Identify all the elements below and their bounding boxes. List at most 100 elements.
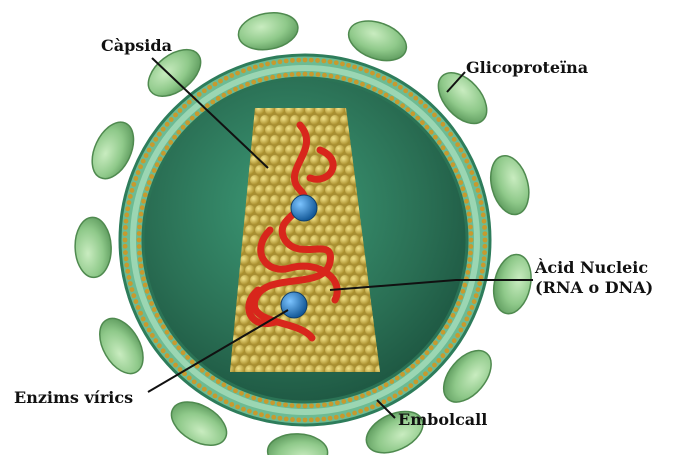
lipid-dot	[423, 371, 428, 376]
lipid-dot	[340, 414, 345, 419]
capsomere	[315, 165, 325, 175]
capsomere	[270, 235, 280, 245]
lipid-dot	[253, 411, 258, 416]
lipid-dot	[143, 283, 148, 288]
capsomere	[340, 295, 350, 305]
capsomere	[360, 335, 370, 345]
glycoprotein	[489, 251, 537, 317]
lipid-dot	[128, 194, 133, 199]
lipid-dot	[453, 307, 458, 312]
lipid-dot	[329, 74, 334, 79]
lipid-dot	[197, 92, 202, 97]
capsomere	[280, 175, 290, 185]
lipid-dot	[172, 135, 177, 140]
capsomere	[255, 265, 265, 275]
lipid-dot	[413, 379, 418, 384]
lipid-dot	[389, 96, 394, 101]
capsomere	[265, 205, 275, 215]
capsomere	[310, 155, 320, 165]
lipid-dot	[155, 162, 160, 167]
capsomere	[295, 345, 305, 355]
lipid-dot	[334, 60, 339, 65]
lipid-dot	[216, 96, 221, 101]
lipid-dot	[472, 176, 477, 181]
lipid-dot	[398, 390, 403, 395]
lipid-dot	[145, 186, 150, 191]
capsomere	[275, 345, 285, 355]
capsomere	[240, 255, 250, 265]
lipid-dot	[408, 383, 413, 388]
capsomere	[305, 345, 315, 355]
lipid-dot	[460, 186, 465, 191]
lipid-dot	[358, 409, 363, 414]
acid-nucleic-label: Àcid Nucleic (RNA o DNA)	[535, 258, 653, 298]
capsomere	[275, 165, 285, 175]
lipid-dot	[271, 415, 276, 420]
lipid-dot	[245, 82, 250, 87]
lipid-dot	[181, 125, 186, 130]
lipid-dot	[235, 404, 240, 409]
lipid-dot	[476, 188, 481, 193]
lipid-dot	[366, 391, 371, 396]
lipid-dot	[187, 100, 192, 105]
capsomere	[245, 245, 255, 255]
lipid-dot	[437, 335, 442, 340]
lipid-dot	[334, 415, 339, 420]
lipid-dot	[372, 388, 377, 393]
capsomere	[285, 145, 295, 155]
lipid-dot	[303, 72, 308, 77]
capsomere	[345, 185, 355, 195]
capsomere	[340, 335, 350, 345]
lipid-dot	[433, 135, 438, 140]
capsomere	[270, 155, 280, 165]
lipid-dot	[123, 238, 128, 243]
lipid-dot	[128, 281, 133, 286]
capsomere	[320, 315, 330, 325]
lipid-dot	[290, 403, 295, 408]
lipid-dot	[451, 162, 456, 167]
capsomere	[335, 145, 345, 155]
capsomere	[305, 165, 315, 175]
capsomere	[320, 295, 330, 305]
lipid-dot	[452, 338, 457, 343]
lipid-dot	[143, 193, 148, 198]
lipid-dot	[133, 176, 138, 181]
lipid-dot	[141, 317, 146, 322]
lipid-dot	[290, 58, 295, 63]
lipid-dot	[277, 74, 282, 79]
capsomere	[265, 125, 275, 135]
lipid-dot	[462, 322, 467, 327]
lipid-dot	[131, 293, 136, 298]
lipid-dot	[136, 305, 141, 310]
capsomere	[325, 305, 335, 315]
capsomere	[260, 135, 270, 145]
lipid-dot	[436, 117, 441, 122]
capsomere	[345, 325, 355, 335]
lipid-dot	[124, 256, 129, 261]
capsomere	[310, 115, 320, 125]
lipid-dot	[395, 100, 400, 105]
lipid-dot	[482, 219, 487, 224]
capsomere	[325, 325, 335, 335]
lipid-dot	[202, 88, 207, 93]
lipid-dot	[303, 418, 308, 423]
lipid-dot	[482, 231, 487, 236]
capsomere	[320, 195, 330, 205]
capsomere	[320, 355, 330, 365]
lipid-dot	[393, 82, 398, 87]
capsomere	[270, 195, 280, 205]
lipid-dot	[239, 84, 244, 89]
lipid-dot	[150, 142, 155, 147]
lipid-dot	[405, 107, 410, 112]
glicoproteina-label: Glicoproteïna	[466, 58, 588, 78]
lipid-dot	[460, 289, 465, 294]
lipid-dot	[181, 350, 186, 355]
lipid-dot	[398, 85, 403, 90]
capsomere	[315, 125, 325, 135]
lipid-dot	[451, 313, 456, 318]
lipid-dot	[265, 62, 270, 67]
lipid-dot	[467, 264, 472, 269]
lipid-dot	[474, 182, 479, 187]
lipid-dot	[137, 225, 142, 230]
capsomere	[290, 335, 300, 345]
